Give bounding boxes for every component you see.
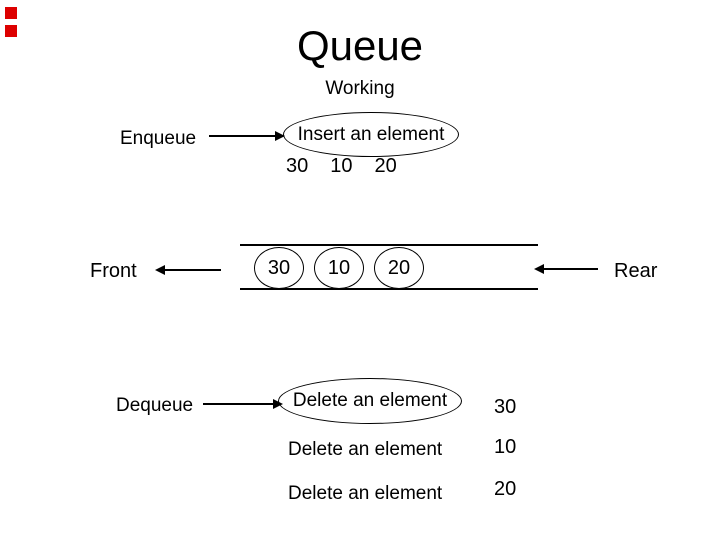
- insert-operation-ellipse: Insert an element: [283, 112, 459, 157]
- queue-top-rail: [240, 244, 538, 246]
- delete-operation-label: Delete an element: [288, 439, 443, 460]
- arrow-left-icon: [534, 264, 544, 274]
- queue-item-ellipse: 30: [254, 247, 304, 289]
- arrow-left-icon: [155, 265, 165, 275]
- page-subtitle: Working: [325, 78, 395, 99]
- dequeue-arrow-line: [203, 403, 273, 405]
- rear-label: Rear: [614, 260, 658, 282]
- dequeued-value: 30: [494, 396, 517, 418]
- inserted-value: 20: [374, 155, 397, 177]
- front-label: Front: [90, 260, 137, 282]
- delete-operation-label: Delete an element: [292, 390, 448, 411]
- enqueue-label: Enqueue: [120, 128, 197, 149]
- delete-operation-label: Delete an element: [288, 483, 443, 504]
- insert-operation-label: Insert an element: [297, 123, 445, 145]
- inserted-values: 30 10 20: [286, 156, 397, 176]
- queue-bottom-rail: [240, 288, 538, 290]
- queue-item-value: 10: [327, 256, 351, 279]
- queue-item-ellipse: 10: [314, 247, 364, 289]
- delete-operation-ellipse: Delete an element: [278, 378, 462, 424]
- red-marker-icon: [5, 25, 17, 37]
- enqueue-arrow-line: [209, 135, 275, 137]
- inserted-value: 30: [286, 155, 309, 177]
- page-title: Queue: [296, 22, 424, 69]
- dequeue-label: Dequeue: [116, 395, 194, 416]
- queue-item-ellipse: 20: [374, 247, 424, 289]
- arrow-right-icon: [275, 131, 285, 141]
- inserted-value: 10: [330, 155, 353, 177]
- red-marker-icon: [5, 7, 17, 19]
- rear-arrow-line: [543, 268, 598, 270]
- front-arrow-line: [164, 269, 221, 271]
- queue-item-value: 30: [267, 256, 291, 279]
- dequeued-value: 20: [494, 478, 517, 500]
- dequeued-value: 10: [494, 436, 517, 458]
- queue-item-value: 20: [387, 256, 411, 279]
